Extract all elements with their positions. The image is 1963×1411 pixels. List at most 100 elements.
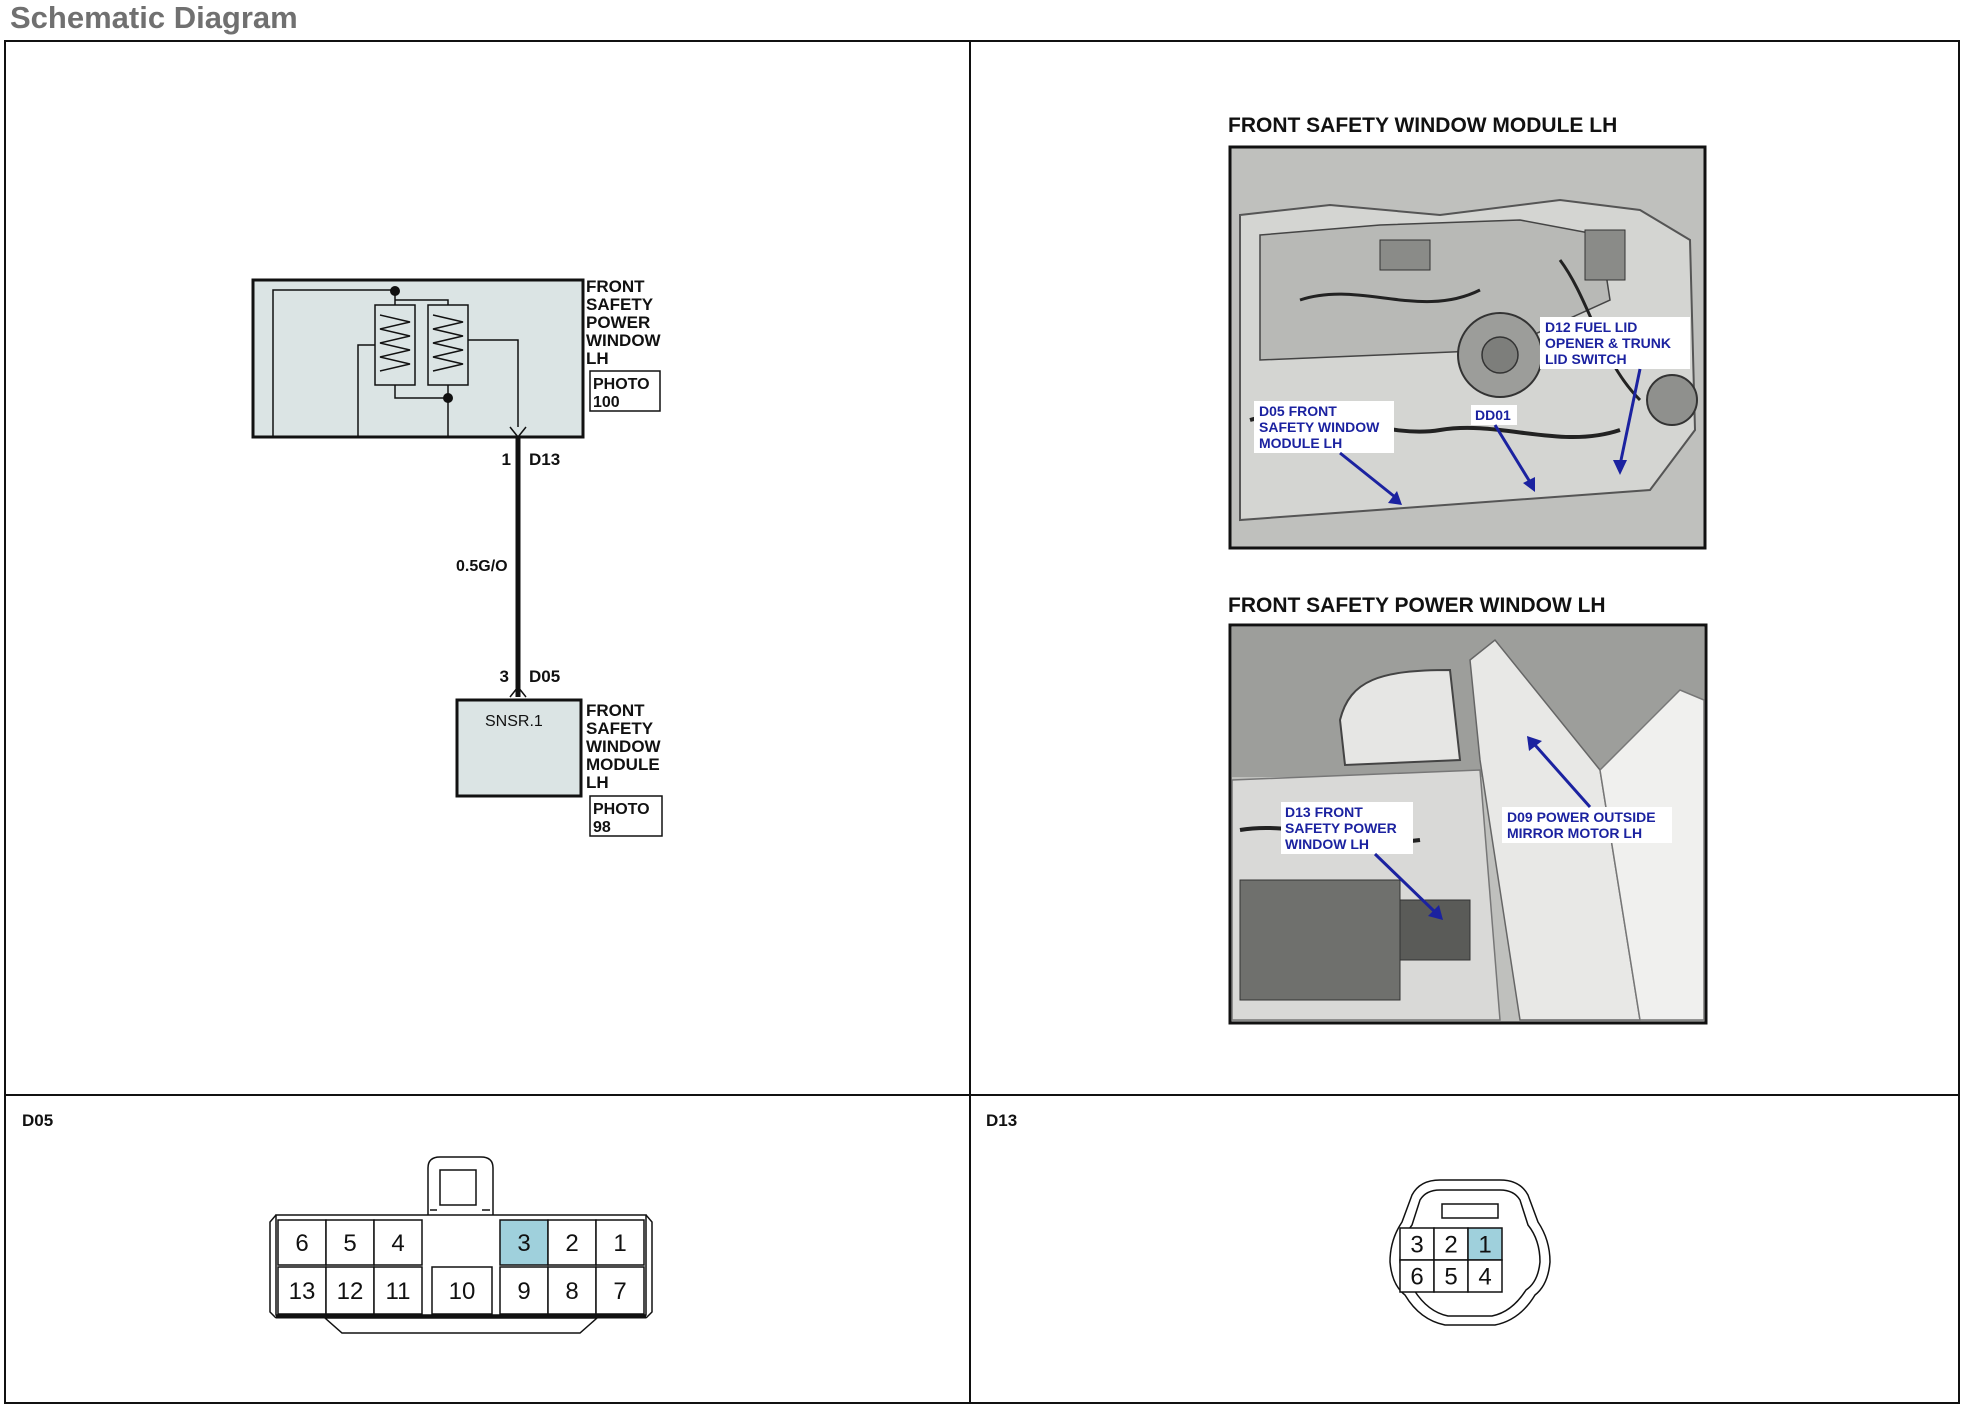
callout-dd01: DD01 — [1471, 405, 1535, 492]
callout-d13: D13 FRONT SAFETY POWER WINDOW LH — [1281, 802, 1443, 920]
photo-reference-box — [589, 370, 661, 412]
pin-number: 4 — [391, 1230, 404, 1257]
pin-cell — [595, 1219, 645, 1266]
callout-line: MODULE LH — [1259, 435, 1342, 451]
connector-pin: 6 — [1399, 1259, 1435, 1293]
connector-d13-label: D13 — [986, 1111, 1017, 1130]
power-window-internal-circuit — [272, 289, 527, 439]
pin-number: 1 — [1478, 1232, 1491, 1259]
callout-line: OPENER & TRUNK — [1545, 335, 1671, 351]
pin-number: 11 — [386, 1278, 411, 1305]
pin-cell — [1399, 1259, 1435, 1293]
pin-cell — [595, 1266, 645, 1315]
connector-pin: 6 — [277, 1219, 327, 1266]
pin-number: 3 — [517, 1230, 530, 1257]
callout-line: MIRROR MOTOR LH — [1507, 825, 1642, 841]
callout-line: SAFETY POWER — [1285, 820, 1397, 836]
pin-number: 10 — [449, 1278, 476, 1305]
callout-line: LID SWITCH — [1545, 351, 1627, 367]
photo-panel-power-window: FRONT SAFETY POWER WINDOW LH D13 FRONT S… — [1228, 594, 1708, 1025]
pin-cell — [547, 1266, 597, 1315]
pin-number: 13 — [289, 1278, 316, 1305]
connector-pin: 3 — [499, 1219, 549, 1266]
connector-pin: 10 — [431, 1266, 493, 1315]
bottom-connector-id: D05 — [529, 667, 560, 686]
schematic-panel: FRONT SAFETY POWER WINDOW LH PHOTO 100 1… — [251, 277, 663, 837]
pin-number: 1 — [613, 1230, 626, 1257]
photo-reference-label: PHOTO — [593, 801, 650, 818]
callout-line: D09 POWER OUTSIDE — [1507, 809, 1656, 825]
connector-pin: 2 — [547, 1219, 597, 1266]
photo-reference-label: PHOTO — [593, 376, 650, 393]
photo-reference-box — [589, 795, 663, 837]
connector-pin: 5 — [325, 1219, 375, 1266]
pin-number: 12 — [337, 1278, 364, 1305]
top-connector-id: D13 — [529, 450, 560, 469]
connector-pin: 9 — [499, 1266, 549, 1315]
window-module-component-box — [455, 698, 583, 798]
pin-number: 9 — [517, 1278, 530, 1305]
connector-pin: 8 — [547, 1266, 597, 1315]
connector-pin: 4 — [1467, 1259, 1503, 1293]
pin-number: 7 — [613, 1278, 626, 1305]
callout-d12: D12 FUEL LID OPENER & TRUNK LID SWITCH — [1540, 317, 1690, 475]
callout-line: SAFETY WINDOW — [1259, 419, 1380, 435]
connector-arrow — [509, 685, 527, 698]
pin-number: 3 — [1410, 1232, 1423, 1259]
pin-cell — [325, 1219, 375, 1266]
power-window-component-box — [251, 278, 585, 439]
connector-pin: 1 — [1467, 1227, 1503, 1261]
pin-number: 5 — [343, 1230, 356, 1257]
junction-dot — [390, 286, 400, 296]
panel-frames — [4, 40, 1960, 1404]
pin-cell — [1399, 1227, 1435, 1261]
sensor-label: SNSR.1 — [485, 713, 543, 730]
pin-cell — [1433, 1227, 1469, 1261]
pin-cell — [277, 1219, 327, 1266]
power-window-name-line: WINDOW — [586, 331, 662, 350]
callout-d09: D09 POWER OUTSIDE MIRROR MOTOR LH — [1502, 736, 1672, 843]
top-pin-number: 1 — [502, 450, 511, 469]
callout-line: D12 FUEL LID — [1545, 319, 1637, 335]
callout-line: DD01 — [1475, 407, 1511, 423]
connector-pin: 3 — [1399, 1227, 1435, 1261]
pin-cell — [431, 1266, 493, 1315]
connector-pin: 13 — [277, 1266, 327, 1315]
pin-number: 6 — [1410, 1264, 1423, 1291]
connector-d05-label: D05 — [22, 1111, 53, 1130]
callout-line: D13 FRONT — [1285, 804, 1363, 820]
pin-number: 2 — [1444, 1232, 1457, 1259]
pin-number: 4 — [1478, 1264, 1491, 1291]
callout-d05: D05 FRONT SAFETY WINDOW MODULE LH — [1254, 401, 1402, 505]
window-module-name-line: FRONT — [586, 701, 645, 720]
pin-number: 8 — [565, 1278, 578, 1305]
connector-pin: 11 — [373, 1266, 423, 1315]
wire-spec-label: 0.5G/O — [456, 558, 508, 575]
photo-title: FRONT SAFETY WINDOW MODULE LH — [1228, 114, 1617, 137]
power-window-name-line: LH — [586, 349, 609, 368]
pin-cell — [373, 1266, 423, 1315]
pin-cell — [373, 1219, 423, 1266]
window-module-name: FRONT SAFETY WINDOW MODULE LH — [586, 701, 662, 792]
connector-pin: 1 — [595, 1219, 645, 1266]
page-title: Schematic Diagram — [10, 0, 298, 35]
callout-line: WINDOW LH — [1285, 836, 1369, 852]
connector-pin: 7 — [595, 1266, 645, 1315]
bottom-pin-number: 3 — [500, 667, 509, 686]
pin-number: 5 — [1444, 1264, 1457, 1291]
pin-number: 6 — [295, 1230, 308, 1257]
window-module-name-line: SAFETY — [586, 719, 654, 738]
photo-panel-window-module: FRONT SAFETY WINDOW MODULE LH D12 FUEL L… — [1228, 114, 1707, 550]
pin-cell — [1467, 1259, 1503, 1293]
junction-dot — [443, 393, 453, 403]
window-module-name-line: WINDOW — [586, 737, 662, 756]
pin-cell — [499, 1266, 549, 1315]
window-module-name-line: MODULE — [586, 755, 660, 774]
window-module-name-line: LH — [586, 773, 609, 792]
photo-reference-number: 98 — [593, 819, 611, 836]
photo-reference-number: 100 — [593, 394, 620, 411]
